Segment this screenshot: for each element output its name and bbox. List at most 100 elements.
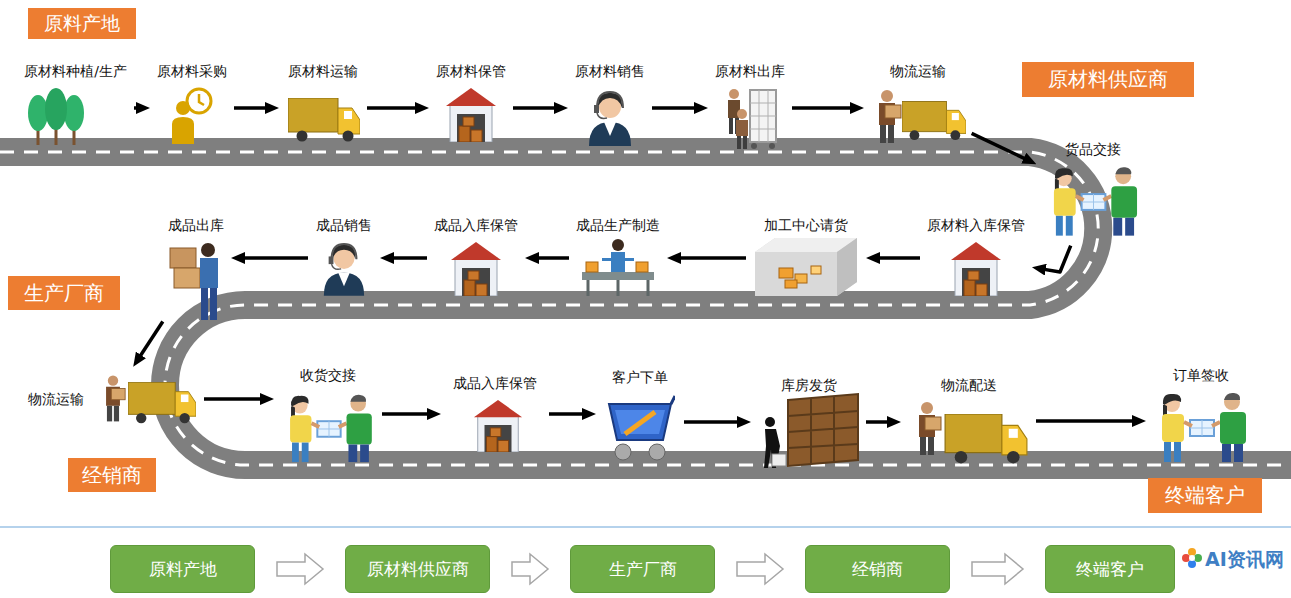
stage-tag: 终端客户 xyxy=(1148,478,1262,513)
step-label: 原材料销售 xyxy=(575,62,645,80)
courier-icon xyxy=(106,375,125,421)
process-step: 成品入库保管 xyxy=(445,374,545,454)
step-label: 原材料入库保管 xyxy=(927,216,1025,234)
flow-arrow xyxy=(866,420,893,424)
step-label: 成品生产制造 xyxy=(576,216,660,234)
road xyxy=(0,152,1291,465)
step-label: 原材料运输 xyxy=(288,62,358,80)
agent-icon xyxy=(324,244,364,296)
stage-label: 生产厂商 xyxy=(24,280,104,307)
hollow-arrow xyxy=(277,554,323,584)
watermark-logo xyxy=(1182,548,1202,568)
truck-icon xyxy=(288,98,360,142)
stage-tag: 原料产地 xyxy=(28,8,136,39)
stage-box: 原材料供应商 xyxy=(345,545,490,593)
process-step: 成品生产制造 xyxy=(573,216,663,300)
flow-arrow xyxy=(652,106,700,110)
stage-label: 原材料供应商 xyxy=(1048,66,1168,93)
stage-label: 终端客户 xyxy=(1076,558,1144,581)
process-step: 原材料出库 xyxy=(712,62,788,154)
step-label: 成品入库保管 xyxy=(453,374,537,392)
handover-icon xyxy=(1162,393,1246,462)
stage-label: 原料产地 xyxy=(149,558,217,581)
process-step: 库房发货 xyxy=(755,376,862,472)
process-step: 加工中心请货 xyxy=(750,216,862,300)
step-label: 原材料种植/生产 xyxy=(24,62,127,80)
watermark: AI资讯网 xyxy=(1205,547,1284,573)
flow-arrow xyxy=(134,106,142,110)
stage-box: 经销商 xyxy=(805,545,950,593)
step-label: 成品销售 xyxy=(316,216,372,234)
process-step: 原材料保管 xyxy=(433,62,509,154)
truck-icon xyxy=(128,382,196,423)
carry-icon xyxy=(170,243,218,320)
flow-arrow xyxy=(1036,419,1138,423)
hollow-arrow xyxy=(972,554,1023,584)
flow-arrow xyxy=(513,106,560,110)
stage-label: 经销商 xyxy=(82,462,142,489)
step-label: 物流运输 xyxy=(890,62,946,80)
warehouse-icon xyxy=(446,88,496,142)
process-step: 成品出库 xyxy=(165,216,227,326)
agent-icon xyxy=(589,92,631,146)
step-label: 成品出库 xyxy=(168,216,224,234)
shelf-icon xyxy=(764,394,858,468)
step-label: 货品交接 xyxy=(1065,140,1121,158)
flow-arrow xyxy=(972,133,1030,160)
process-step: 原材料采购 xyxy=(154,62,230,154)
flow-arrow xyxy=(533,256,569,260)
stage-box: 生产厂商 xyxy=(570,545,715,593)
process-step: 原材料销售 xyxy=(572,62,648,154)
flow-arrow xyxy=(204,397,266,401)
stage-label: 终端客户 xyxy=(1165,482,1245,509)
flow-arrow xyxy=(1040,246,1071,272)
flow-arrow xyxy=(382,412,433,416)
flow-arrow xyxy=(388,256,427,260)
truck-icon xyxy=(902,101,966,140)
step-label: 收货交接 xyxy=(300,366,356,384)
divider-line xyxy=(0,526,1291,528)
process-step: 原材料种植/生产 xyxy=(21,62,130,154)
process-step: 订单签收 xyxy=(1150,366,1252,466)
step-label: 成品入库保管 xyxy=(434,216,518,234)
flow-arrow xyxy=(138,322,163,360)
cart-icon xyxy=(609,396,675,460)
stage-label: 原材料供应商 xyxy=(367,558,469,581)
stage-tag: 生产厂商 xyxy=(8,276,120,310)
flow-arrow xyxy=(367,106,421,110)
process-step: 成品销售 xyxy=(312,216,376,300)
handover-icon xyxy=(1054,167,1137,235)
step-label: 库房发货 xyxy=(781,376,837,394)
step-label: 原材料出库 xyxy=(715,62,785,80)
step-label: 原材料采购 xyxy=(157,62,227,80)
warehouse-icon xyxy=(951,242,1001,296)
stage-tag: 原材料供应商 xyxy=(1022,62,1194,97)
step-label: 加工中心请货 xyxy=(764,216,848,234)
flow-arrow xyxy=(675,256,746,260)
step-label: 物流配送 xyxy=(941,376,997,394)
process-step: 物流运输 xyxy=(868,62,968,154)
stage-label: 生产厂商 xyxy=(609,558,677,581)
factory-icon xyxy=(582,239,654,296)
stage-box: 原料产地 xyxy=(110,545,255,593)
step-label: 客户下单 xyxy=(612,368,668,386)
stage-label: 经销商 xyxy=(852,558,903,581)
step-icons xyxy=(28,88,1246,568)
process-step: 收货交接 xyxy=(278,366,378,466)
flow-arrow xyxy=(549,412,588,416)
step-label: 订单签收 xyxy=(1173,366,1229,384)
stage-tag: 经销商 xyxy=(68,458,156,492)
workers-icon xyxy=(728,89,776,149)
hollow-arrow xyxy=(512,554,548,584)
road-marking xyxy=(0,152,1291,465)
flow-arrow xyxy=(239,256,308,260)
process-step: 货品交接 xyxy=(1040,140,1146,242)
tree-icon xyxy=(28,88,84,145)
flow-arrow xyxy=(684,420,743,424)
courier-icon xyxy=(879,90,901,143)
process-step: 物流配送 xyxy=(905,376,1032,468)
stage-box: 终端客户 xyxy=(1045,545,1175,593)
center-icon xyxy=(755,238,857,296)
courier-icon xyxy=(919,402,941,455)
